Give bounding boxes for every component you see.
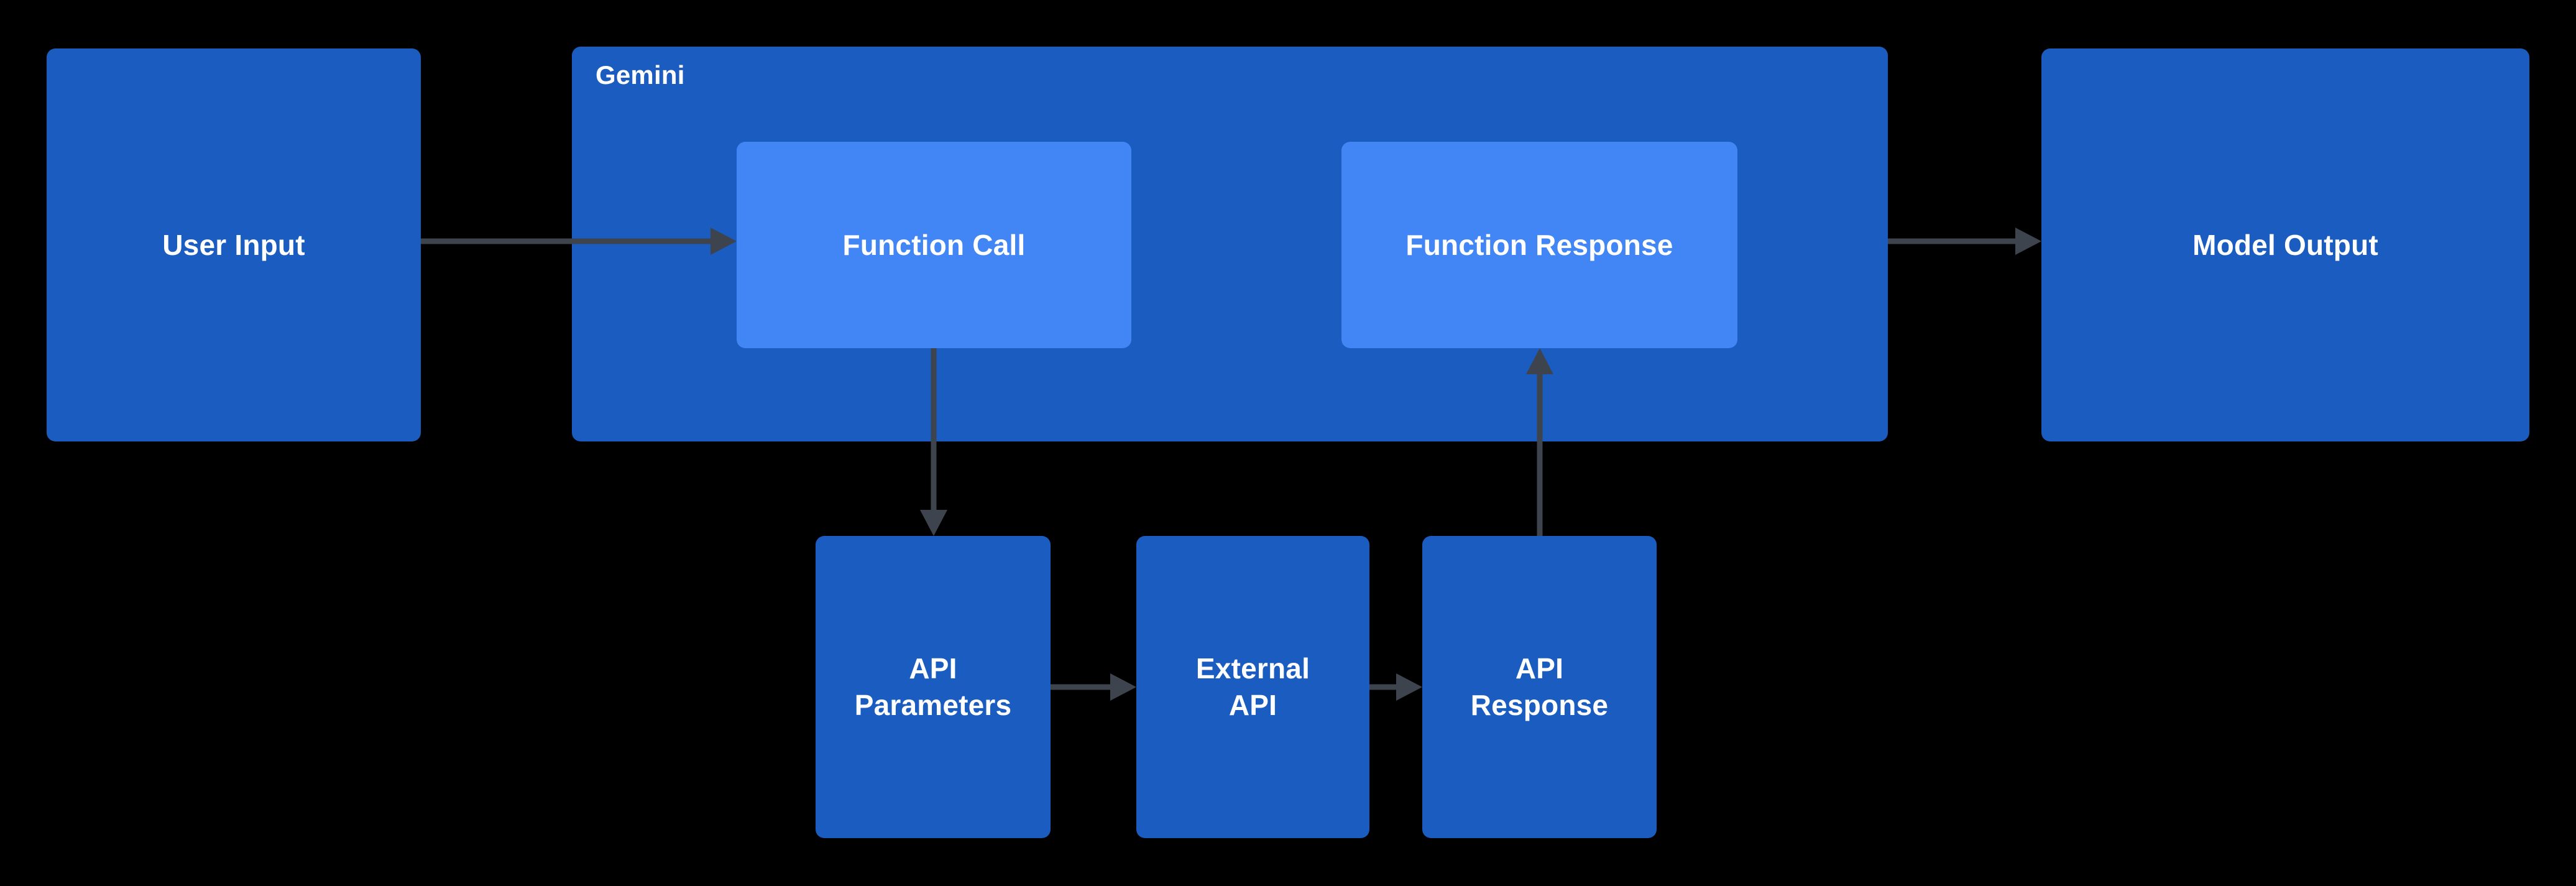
node-model-output[interactable]: Model Output xyxy=(2041,48,2529,441)
node-api-parameters-label-line2: Parameters xyxy=(854,689,1012,721)
node-api-response-label-line1: API xyxy=(1515,652,1564,685)
arrowhead-icon xyxy=(1110,673,1136,701)
node-function-response-label: Function Response xyxy=(1405,228,1673,261)
node-api-parameters-label-line1: API xyxy=(909,652,957,685)
group-gemini: Gemini Function Call Function Response xyxy=(572,47,1888,441)
node-api-response[interactable]: API Response xyxy=(1422,536,1657,838)
edge-external-api-to-api-response xyxy=(1369,673,1422,701)
node-api-response-label: API Response xyxy=(1471,650,1608,724)
node-user-input[interactable]: User Input xyxy=(47,48,421,441)
edge-api-parameters-to-external-api xyxy=(1051,673,1136,701)
node-api-response-label-line2: Response xyxy=(1470,689,1609,721)
node-api-parameters[interactable]: API Parameters xyxy=(816,536,1051,838)
edge-function-response-to-model-output xyxy=(1888,228,2041,255)
arrowhead-icon xyxy=(1396,673,1422,701)
node-external-api[interactable]: External API xyxy=(1136,536,1369,838)
node-function-response[interactable]: Function Response xyxy=(1341,142,1737,348)
node-api-parameters-label: API Parameters xyxy=(855,650,1012,724)
arrowhead-icon xyxy=(920,510,947,536)
group-gemini-label: Gemini xyxy=(596,60,685,90)
node-external-api-label-line1: External xyxy=(1195,652,1310,685)
node-function-call-label: Function Call xyxy=(842,228,1026,261)
arrowhead-icon xyxy=(2015,228,2041,255)
node-function-call[interactable]: Function Call xyxy=(737,142,1131,348)
node-external-api-label: External API xyxy=(1196,650,1310,724)
node-external-api-label-line2: API xyxy=(1228,689,1277,721)
node-user-input-label: User Input xyxy=(162,228,305,261)
node-model-output-label: Model Output xyxy=(2192,228,2378,261)
